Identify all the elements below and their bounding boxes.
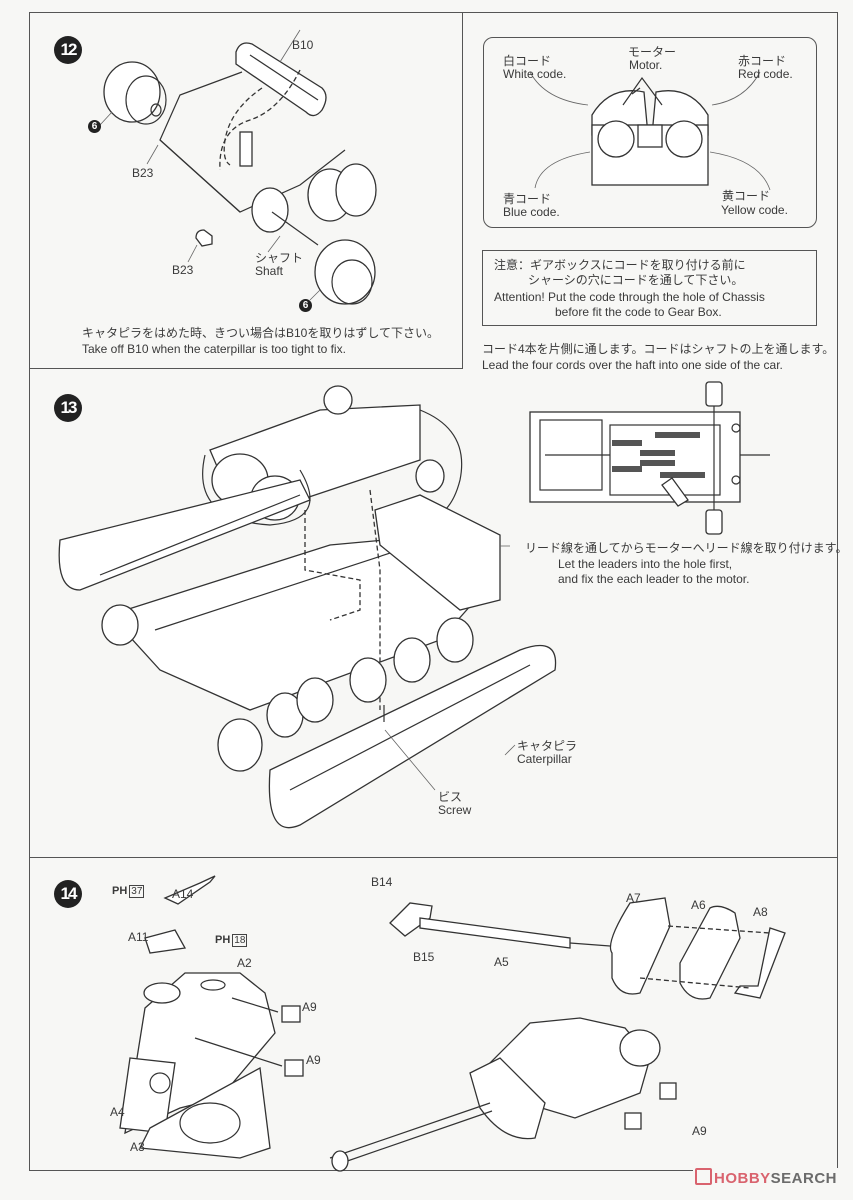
hobby-search-watermark: HOBBYSEARCH — [693, 1168, 840, 1187]
label-a3: A3 — [130, 1140, 145, 1154]
label-white-code-jp: 白コード — [503, 54, 552, 68]
label-yellow-code-jp: 黄コード — [722, 189, 771, 203]
attention-jp-line2: シャーシの穴にコードを通して下さい。 — [528, 273, 744, 287]
label-b23-bottom: B23 — [172, 263, 194, 277]
label-a5: A5 — [494, 955, 509, 969]
label-a2: A2 — [237, 956, 252, 970]
label-a9-3: A9 — [692, 1124, 707, 1138]
ph18-number: 18 — [232, 934, 248, 947]
step12-note-jp: キャタピラをはめた時、きつい場合はB10を取りはずして下さい。 — [82, 326, 439, 340]
watermark-logo-icon — [695, 1168, 712, 1185]
step14-diagram — [119, 875, 786, 1172]
label-motor-en: Motor. — [629, 58, 663, 72]
step-12-badge: 12 — [54, 36, 82, 64]
label-caterpillar-jp: キャタピラ — [517, 739, 578, 753]
label-yellow-code-en: Yellow code. — [721, 203, 788, 217]
motor-diagram — [529, 71, 771, 191]
label-a9-2: A9 — [306, 1053, 321, 1067]
label-blue-code-jp: 青コード — [503, 192, 552, 206]
watermark-search: SEARCH — [770, 1170, 838, 1187]
label-a9-1: A9 — [302, 1000, 317, 1014]
step13-diagram — [58, 381, 770, 829]
ph18-prefix: PH — [215, 934, 231, 946]
label-b10: B10 — [292, 38, 314, 52]
label-a11: A11 — [128, 930, 149, 944]
ph37-prefix: PH — [112, 885, 128, 897]
label-motor-jp: モーター — [628, 45, 677, 59]
label-b14: B14 — [371, 875, 393, 889]
label-shaft-en: Shaft — [255, 264, 284, 278]
label-b23-top: B23 — [132, 166, 154, 180]
label-shaft-jp: シャフト — [255, 251, 304, 265]
label-b15: B15 — [413, 950, 435, 964]
label-wheel-6-bottom: 6 — [299, 299, 312, 312]
label-a7: A7 — [626, 891, 641, 905]
leaders-note-jp: リード線を通してからモーターへリード線を取り付けます。 — [525, 541, 848, 555]
label-screw-jp: ビス — [438, 790, 463, 804]
ph37-number: 37 — [129, 885, 145, 898]
cords-note-jp: コード4本を片側に通します。コードはシャフトの上を通します。 — [482, 342, 835, 356]
step12-diagram — [99, 29, 377, 305]
label-a4: A4 — [110, 1105, 125, 1119]
leaders-note-en1: Let the leaders into the hole first, — [558, 557, 733, 571]
step12-note-en: Take off B10 when the caterpillar is too… — [82, 342, 346, 356]
label-red-code-en: Red code. — [738, 67, 793, 81]
attention-en-line2: before fit the code to Gear Box. — [555, 305, 722, 319]
label-screw-en: Screw — [438, 803, 472, 817]
label-red-code-jp: 赤コード — [738, 54, 787, 68]
watermark-hobby: HOBBY — [714, 1170, 771, 1187]
label-a14: A14 — [172, 887, 194, 901]
attention-jp-line1: 注意：ギアボックスにコードを取り付ける前に — [494, 258, 746, 272]
motor-code-box — [483, 37, 817, 228]
step12-panel — [29, 12, 463, 369]
label-wheel-6-top: 6 — [88, 120, 101, 133]
label-blue-code-en: Blue code. — [503, 205, 560, 219]
attention-box — [482, 250, 817, 326]
cords-note-en: Lead the four cords over the haft into o… — [482, 358, 783, 372]
label-caterpillar-en: Caterpillar — [517, 752, 572, 766]
step-14-badge: 14 — [54, 880, 82, 908]
label-a8: A8 — [753, 905, 768, 919]
section-divider — [29, 857, 837, 858]
attention-en-line1: Attention! Put the code through the hole… — [494, 290, 765, 304]
label-a6: A6 — [691, 898, 706, 912]
label-white-code-en: White code. — [503, 67, 567, 81]
leaders-note-en2: and fix the each leader to the motor. — [558, 572, 750, 586]
step-13-badge: 13 — [54, 394, 82, 422]
